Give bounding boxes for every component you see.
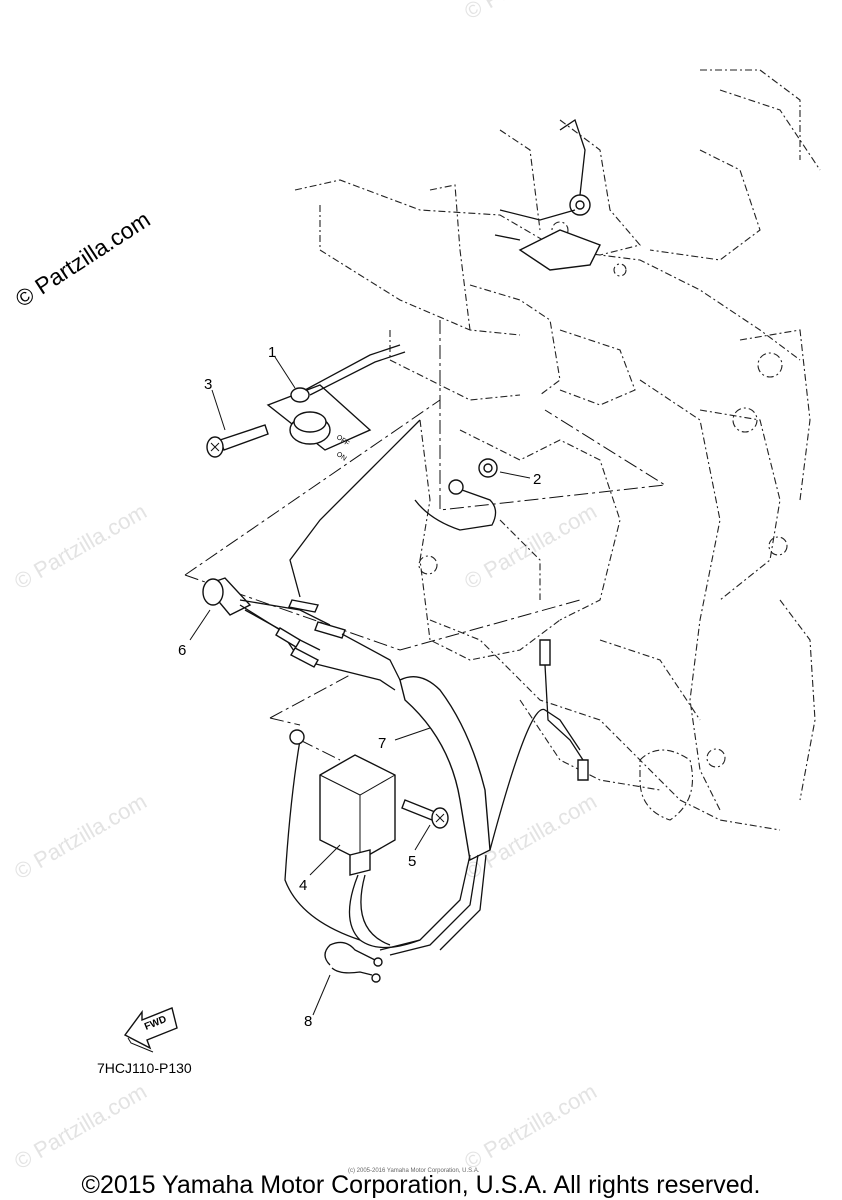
callout-6: 6 <box>178 642 186 659</box>
callout-3: 3 <box>204 376 212 393</box>
callout-5: 5 <box>408 853 416 870</box>
sensor-lead <box>539 639 589 781</box>
leader-lines <box>189 356 531 1016</box>
control-unit-part-4 <box>284 729 421 949</box>
protective-tube-part-7 <box>379 676 581 956</box>
watermark: © Partzilla.com <box>10 1079 151 1175</box>
switch-on-label: ON <box>335 451 348 463</box>
watermark-group: © Partzilla.com © Partzilla.com © Partzi… <box>10 0 601 1174</box>
screw-part-5 <box>401 799 449 829</box>
stop-switch: OFF ON <box>266 344 406 463</box>
brand-watermark: © Partzilla.com <box>11 206 155 312</box>
clip-part-8 <box>324 941 383 983</box>
callout-1: 1 <box>268 344 276 361</box>
diagram-code: 7HCJ110-P130 <box>97 1060 192 1076</box>
fwd-arrow-icon: FWD <box>123 1007 178 1053</box>
callout-numbers: 1 2 3 4 5 6 7 8 <box>178 344 541 1030</box>
callout-7: 7 <box>378 735 386 752</box>
watermark: © Partzilla.com <box>460 499 601 595</box>
throttle-linkage <box>494 118 601 271</box>
callout-2: 2 <box>533 471 541 488</box>
nut-part-2 <box>414 458 498 531</box>
copyright-text: ©2015 Yamaha Motor Corporation, U.S.A. A… <box>82 1171 761 1199</box>
watermark: © Partzilla.com <box>10 789 151 885</box>
engine-phantom-outline <box>294 69 821 831</box>
watermark: © Partzilla.com <box>460 0 601 24</box>
watermark: © Partzilla.com <box>10 499 151 595</box>
exploded-view-lines <box>184 320 667 761</box>
watermark: © Partzilla.com <box>460 1079 601 1175</box>
screw-part-3 <box>206 424 269 458</box>
callout-8: 8 <box>304 1013 312 1030</box>
callout-4: 4 <box>299 877 307 894</box>
tiny-notice: (c) 2005-2016 Yamaha Motor Corporation, … <box>348 1168 480 1174</box>
cord-assembly-part-6 <box>202 419 421 691</box>
